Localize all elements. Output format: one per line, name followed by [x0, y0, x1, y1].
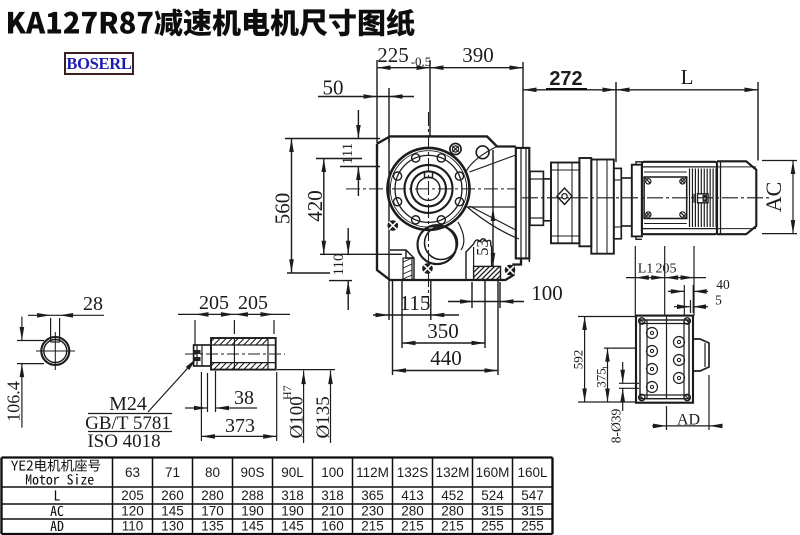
svg-text:L1: L1 [638, 262, 654, 277]
svg-text:205: 205 [199, 292, 229, 314]
svg-text:L: L [681, 65, 694, 89]
svg-text:315: 315 [481, 504, 504, 519]
svg-text:318: 318 [321, 488, 344, 503]
svg-text:90S: 90S [240, 465, 264, 480]
svg-text:452: 452 [441, 488, 464, 503]
svg-text:38: 38 [234, 387, 254, 409]
svg-text:215: 215 [361, 519, 384, 534]
svg-text:255: 255 [521, 519, 544, 534]
svg-text:111: 111 [340, 143, 356, 164]
svg-text:170: 170 [201, 504, 224, 519]
svg-text:Ø100: Ø100 [287, 396, 308, 438]
svg-text:135: 135 [201, 519, 224, 534]
svg-text:210: 210 [321, 504, 344, 519]
svg-text:5: 5 [715, 293, 722, 308]
svg-text:375: 375 [594, 368, 609, 388]
svg-text:160L: 160L [517, 465, 548, 480]
svg-text:225: 225 [377, 43, 409, 67]
svg-text:230: 230 [361, 504, 384, 519]
svg-text:160: 160 [321, 519, 344, 534]
svg-text:280: 280 [401, 504, 424, 519]
svg-text:115: 115 [400, 291, 431, 315]
svg-text:205: 205 [238, 292, 268, 314]
svg-text:547: 547 [521, 488, 544, 503]
svg-text:100: 100 [531, 281, 563, 305]
svg-text:106.4: 106.4 [4, 381, 24, 422]
svg-text:420: 420 [303, 190, 327, 222]
svg-text:132M: 132M [436, 465, 470, 480]
svg-text:120: 120 [121, 504, 144, 519]
svg-text:130: 130 [161, 519, 184, 534]
svg-text:524: 524 [481, 488, 504, 503]
svg-text:350: 350 [427, 319, 459, 343]
svg-text:288: 288 [241, 488, 264, 503]
svg-text:8-Ø39: 8-Ø39 [609, 409, 624, 444]
svg-text:280: 280 [201, 488, 224, 503]
svg-text:63: 63 [125, 465, 140, 480]
svg-text:160M: 160M [476, 465, 510, 480]
svg-text:280: 280 [441, 504, 464, 519]
svg-text:215: 215 [401, 519, 424, 534]
svg-text:112M: 112M [356, 465, 389, 480]
svg-text:190: 190 [281, 504, 304, 519]
svg-text:M24: M24 [109, 393, 147, 415]
svg-text:132S: 132S [397, 465, 429, 480]
svg-text:255: 255 [481, 519, 504, 534]
svg-text:205: 205 [656, 262, 677, 277]
svg-text:272: 272 [549, 68, 582, 90]
svg-text:AC: AC [761, 182, 786, 213]
svg-text:318: 318 [281, 488, 304, 503]
svg-text:80: 80 [205, 465, 220, 480]
svg-text:145: 145 [241, 519, 264, 534]
svg-text:100: 100 [321, 465, 344, 480]
svg-text:110: 110 [331, 254, 347, 276]
svg-text:390: 390 [462, 43, 494, 67]
svg-text:413: 413 [401, 488, 424, 503]
svg-text:145: 145 [281, 519, 304, 534]
svg-text:110: 110 [122, 519, 144, 534]
svg-text:28: 28 [83, 293, 103, 315]
svg-text:145: 145 [161, 504, 184, 519]
svg-text:-0.5: -0.5 [411, 54, 432, 69]
svg-text:50: 50 [323, 76, 344, 100]
svg-text:215: 215 [441, 519, 464, 534]
svg-text:71: 71 [165, 465, 180, 480]
svg-text:1: 1 [601, 366, 610, 370]
svg-text:40: 40 [716, 277, 730, 292]
svg-text:365: 365 [361, 488, 384, 503]
svg-text:190: 190 [241, 504, 264, 519]
svg-text:373: 373 [225, 415, 255, 437]
svg-text:53: 53 [473, 239, 492, 256]
svg-text:205: 205 [121, 488, 144, 503]
svg-text:ISO 4018: ISO 4018 [87, 431, 160, 452]
svg-text:Ø135: Ø135 [313, 396, 334, 438]
svg-text:592: 592 [571, 350, 586, 370]
svg-text:560: 560 [271, 193, 295, 225]
svg-text:H7: H7 [280, 385, 294, 400]
svg-text:GB/T 5781: GB/T 5781 [85, 413, 171, 434]
svg-text:260: 260 [161, 488, 184, 503]
svg-text:315: 315 [521, 504, 544, 519]
svg-text:AD: AD [677, 412, 700, 429]
svg-text:440: 440 [430, 346, 462, 370]
svg-text:90L: 90L [281, 465, 304, 480]
